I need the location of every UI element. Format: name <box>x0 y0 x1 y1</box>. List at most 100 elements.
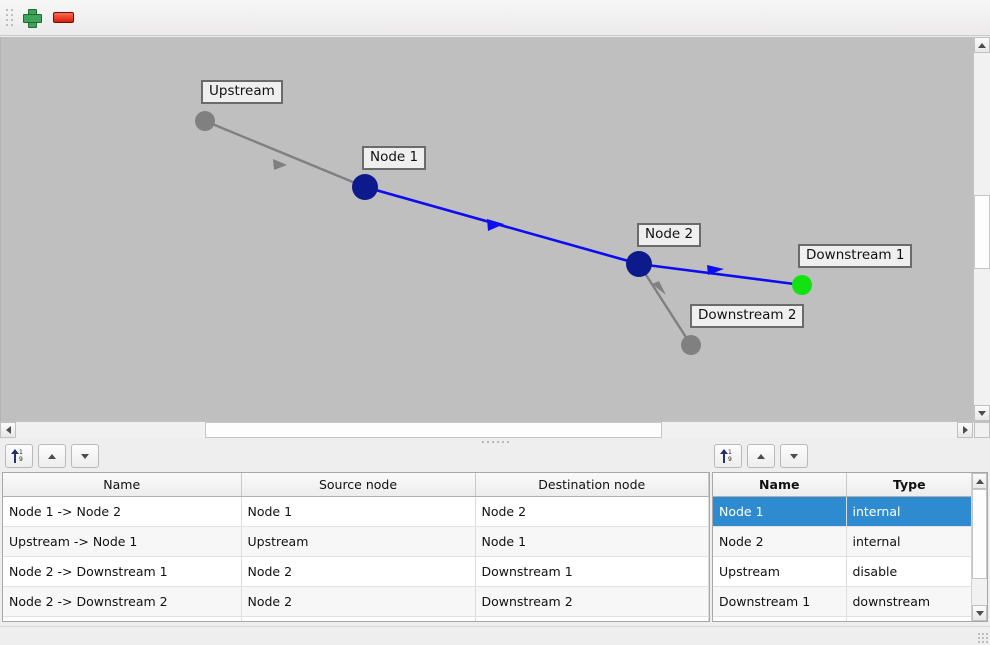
nodes-table-cell[interactable]: downstream <box>846 586 973 617</box>
graph-label-downstream2[interactable]: Downstream 2 <box>690 304 805 328</box>
remove-button[interactable] <box>48 3 78 33</box>
nodes-table-cell[interactable]: internal <box>846 496 973 527</box>
graph-edge-node2-downstream2[interactable] <box>637 263 693 346</box>
chevron-right-icon <box>962 426 968 434</box>
chevron-down-icon <box>975 610 984 616</box>
edges-table-cell[interactable]: Node 2 -> Downstream 2 <box>3 586 242 617</box>
triangle-down-icon <box>790 453 798 459</box>
graph-node-upstream[interactable] <box>195 111 215 131</box>
edges-table-column-header[interactable]: Destination node <box>475 473 709 497</box>
nodes-table-cell[interactable]: Downstream 1 <box>713 586 847 617</box>
add-button[interactable] <box>16 3 46 33</box>
edges-table-cell[interactable]: Downstream 2 <box>475 586 709 617</box>
scroll-corner <box>974 422 990 438</box>
graph-edge-node2-downstream1[interactable] <box>638 262 803 287</box>
edges-table-empty-cell <box>3 616 242 621</box>
nodes-table-cell[interactable]: Upstream <box>713 556 847 587</box>
edges-table-cell[interactable]: Node 1 -> Node 2 <box>3 496 242 527</box>
edges-move-down-button[interactable] <box>71 444 99 468</box>
edges-move-up-button[interactable] <box>38 444 66 468</box>
nodes-table-cell[interactable]: internal <box>846 526 973 557</box>
graph-label-node2[interactable]: Node 2 <box>637 223 702 247</box>
edges-table-cell[interactable]: Node 2 <box>241 556 476 587</box>
edges-table-cell[interactable]: Downstream 1 <box>475 556 709 587</box>
nodes-table-column-header[interactable]: Type <box>846 473 973 497</box>
edges-table-cell[interactable]: Node 2 <box>475 496 709 527</box>
nodes-move-up-button[interactable] <box>747 444 775 468</box>
triangle-up-icon <box>757 453 765 459</box>
nodes-scroll-thumb[interactable] <box>972 489 987 579</box>
scroll-right-button[interactable] <box>957 422 973 438</box>
chevron-up-icon <box>975 478 984 484</box>
chevron-up-icon <box>978 42 986 48</box>
graph-edge-node1-node2[interactable] <box>364 185 640 266</box>
scroll-down-button[interactable] <box>974 405 990 421</box>
graph-hscroll-thumb[interactable] <box>205 422 662 438</box>
minus-icon <box>52 12 74 23</box>
graph-node-node2[interactable] <box>626 251 652 277</box>
resize-grip-icon[interactable] <box>978 633 988 643</box>
main-toolbar <box>0 0 990 36</box>
nodes-move-down-button[interactable] <box>780 444 808 468</box>
nodes-table-empty-row <box>713 616 973 621</box>
nodes-scroll-up-button[interactable] <box>972 473 987 489</box>
scroll-left-button[interactable] <box>0 422 16 438</box>
nodes-table-scrollbar[interactable] <box>971 473 987 621</box>
graph-label-node1[interactable]: Node 1 <box>362 146 427 170</box>
triangle-down-icon <box>81 453 89 459</box>
nodes-scroll-down-button[interactable] <box>972 605 987 621</box>
graph-label-downstream1[interactable]: Downstream 1 <box>798 244 913 268</box>
edges-table-cell[interactable]: Node 2 <box>241 586 476 617</box>
graph-label-upstream[interactable]: Upstream <box>201 80 283 104</box>
graph-edge-upstream-node1[interactable] <box>204 119 366 189</box>
chevron-left-icon <box>5 426 11 434</box>
graph-node-downstream2[interactable] <box>681 335 701 355</box>
edges-table-cell[interactable]: Upstream -> Node 1 <box>3 526 242 557</box>
edges-table-cell[interactable]: Node 2 -> Downstream 1 <box>3 556 242 587</box>
edges-table-empty-row <box>3 616 709 621</box>
graph-node-downstream1[interactable] <box>792 275 812 295</box>
graph-canvas[interactable]: Upstream Node 1 Node 2 Downstream 1 Down… <box>0 37 990 437</box>
graph-vertical-scrollbar[interactable] <box>973 37 990 421</box>
edges-table-cell[interactable]: Upstream <box>241 526 476 557</box>
graph-vscroll-thumb[interactable] <box>974 195 990 269</box>
nodes-table-cell[interactable]: Node 2 <box>713 526 847 557</box>
graph-horizontal-scrollbar[interactable] <box>0 421 990 438</box>
nodes-table-cell[interactable]: Node 1 <box>713 496 847 527</box>
edges-table-cell[interactable]: Node 1 <box>475 526 709 557</box>
edges-table-column-header[interactable]: Source node <box>241 473 476 497</box>
graph-node-node1[interactable] <box>352 174 378 200</box>
edges-table-column-header[interactable]: Name <box>3 473 242 497</box>
nodes-table-empty-cell <box>846 616 973 621</box>
nodes-table-cell[interactable]: disable <box>846 556 973 587</box>
horizontal-splitter[interactable] <box>0 438 990 445</box>
plus-icon <box>22 9 42 28</box>
nodes-table-column-header[interactable]: Name <box>713 473 847 497</box>
edges-table-cell[interactable]: Node 1 <box>241 496 476 527</box>
scroll-up-button[interactable] <box>974 37 990 53</box>
status-bar <box>0 626 990 645</box>
toolbar-drag-handle-icon[interactable] <box>4 7 14 29</box>
nodes-table-empty-cell <box>713 616 847 621</box>
